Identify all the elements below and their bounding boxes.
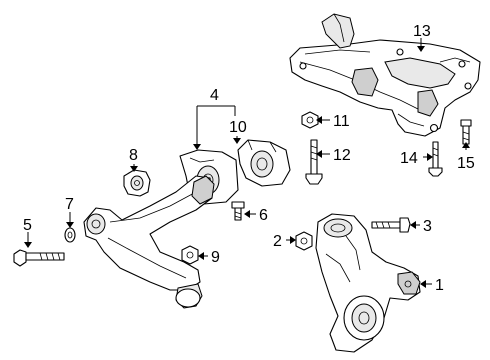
callout-1: 1	[435, 277, 444, 294]
callout-6: 6	[259, 207, 268, 224]
part-9-nut	[181, 245, 199, 265]
part-3-bolt	[371, 217, 411, 233]
part-13-subframe	[289, 13, 481, 137]
part-15-bolt	[460, 119, 472, 145]
part-1-knuckle	[315, 213, 421, 353]
part-6-bolt	[231, 201, 245, 221]
callout-5: 5	[23, 217, 32, 234]
callout-10: 10	[229, 119, 247, 136]
callout-11: 11	[333, 113, 350, 130]
lower-control-arm	[83, 175, 215, 309]
callout-13: 13	[413, 23, 431, 40]
callout-2: 2	[273, 233, 282, 250]
part-7-washer	[64, 227, 76, 243]
callout-14: 14	[400, 150, 418, 167]
leader-lines	[24, 38, 470, 288]
callout-8: 8	[129, 147, 138, 164]
callout-4: 4	[210, 87, 219, 104]
part-11-nut	[301, 111, 319, 129]
part-12-bolt	[305, 139, 323, 185]
part-10-bushing	[237, 139, 291, 187]
callout-7: 7	[65, 196, 74, 213]
part-5-bolt	[13, 249, 65, 267]
callout-3: 3	[423, 218, 432, 235]
part-14-bolt	[428, 141, 443, 177]
part-8-bushing	[123, 169, 151, 197]
callout-9: 9	[211, 249, 220, 266]
part-2-nut	[295, 231, 313, 251]
callout-15: 15	[457, 155, 475, 172]
callout-12: 12	[333, 147, 351, 164]
callout-labels: 13 11 12 14 15 4 10 8 7 5 6 9 2 3 1	[23, 23, 475, 294]
